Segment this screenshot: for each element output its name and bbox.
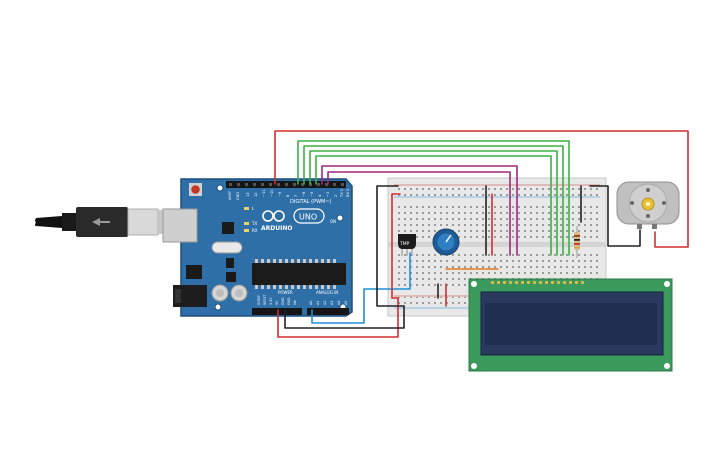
potentiometer-knob[interactable] bbox=[445, 234, 452, 243]
pin-label: A1 bbox=[316, 301, 320, 305]
wire-purple[interactable] bbox=[321, 165, 518, 256]
potentiometer[interactable] bbox=[432, 228, 460, 256]
wire-red-power[interactable] bbox=[277, 297, 399, 338]
dc-motor[interactable] bbox=[616, 181, 680, 229]
pin-label: ~11 bbox=[262, 189, 266, 197]
pin-label: 12 bbox=[254, 192, 258, 197]
wire-red-motor[interactable] bbox=[274, 130, 689, 248]
power-header bbox=[252, 308, 302, 315]
arduino-board[interactable]: DIGITAL (PWM~) ARDUINO UNO ON AREF GND L… bbox=[162, 178, 353, 317]
pin-label: RX 0 bbox=[346, 188, 350, 197]
capacitor bbox=[230, 284, 248, 302]
aref-label: AREF bbox=[228, 191, 232, 200]
digital-label: DIGITAL (PWM~) bbox=[290, 199, 332, 205]
pin-label: 8 bbox=[286, 194, 290, 197]
pin-label: 7 bbox=[294, 195, 298, 197]
pin-label: RESET bbox=[263, 293, 267, 305]
pin-label: ~9 bbox=[278, 191, 282, 197]
lcd-display[interactable] bbox=[468, 278, 673, 372]
on-label: ON bbox=[330, 219, 336, 224]
pin-label: GND bbox=[287, 297, 291, 305]
pin-label: TX 1 bbox=[340, 189, 344, 198]
atmega-chip bbox=[252, 263, 346, 285]
pin-label: A0 bbox=[309, 301, 313, 305]
pin-label: 13 bbox=[246, 192, 250, 197]
terminal-strip-top[interactable] bbox=[396, 203, 600, 239]
pin-label: 2 bbox=[334, 195, 338, 197]
analog-label: ANALOG IN bbox=[316, 290, 338, 295]
temperature-sensor[interactable]: TMP bbox=[398, 234, 416, 256]
pin-label: ~6 bbox=[302, 191, 306, 197]
svg-text:RX: RX bbox=[252, 228, 258, 233]
wire-black-gnd[interactable] bbox=[284, 305, 405, 329]
pin-label: 4 bbox=[318, 194, 322, 197]
pin-label: 3.3V bbox=[269, 297, 273, 305]
reset-button[interactable] bbox=[189, 183, 202, 196]
wire-black-motor[interactable] bbox=[589, 185, 641, 247]
gnd-label: GND bbox=[236, 192, 240, 200]
pin-label: A2 bbox=[323, 301, 327, 305]
svg-text:TX: TX bbox=[251, 221, 257, 226]
pin-label: A5 bbox=[344, 301, 348, 305]
pin-label: IOREF bbox=[257, 295, 261, 305]
power-label: POWER bbox=[278, 290, 293, 295]
pin-label: GND bbox=[281, 297, 285, 305]
pin-label: 5V bbox=[275, 300, 279, 305]
uno-badge: UNO bbox=[293, 208, 325, 224]
lcd-pins bbox=[491, 281, 584, 284]
brand-label: ARDUINO bbox=[261, 225, 292, 232]
usb-cable[interactable] bbox=[35, 207, 166, 237]
arduino-logo bbox=[262, 210, 285, 222]
analog-pin-labels: A0 A1 A2 A3 A4 A5 bbox=[309, 301, 348, 305]
pin-label: ~3 bbox=[326, 192, 330, 197]
pin-label: ~5 bbox=[310, 192, 314, 197]
pin-label: ~10 bbox=[270, 189, 274, 197]
pin-label: A4 bbox=[337, 301, 341, 305]
svg-text:L: L bbox=[252, 206, 255, 211]
wire-red-rail[interactable] bbox=[391, 193, 401, 299]
pin-label: Vin bbox=[293, 300, 297, 305]
wire-black-rail[interactable] bbox=[376, 185, 405, 307]
pin-label: A3 bbox=[330, 301, 334, 305]
crystal bbox=[211, 241, 243, 254]
digital-pin-labels: 13 12 ~11 ~10 ~9 8 7 ~6 ~5 4 ~3 2 TX 1 R… bbox=[246, 188, 350, 198]
analog-header bbox=[307, 308, 349, 315]
capacitor bbox=[211, 284, 229, 302]
lcd-screen bbox=[485, 303, 657, 345]
wire-green[interactable] bbox=[309, 150, 558, 256]
sensor-label: TMP bbox=[399, 241, 410, 247]
power-pin-labels: IOREF RESET 3.3V 5V GND GND Vin bbox=[257, 293, 297, 305]
resistor[interactable] bbox=[574, 226, 580, 258]
svg-text:UNO: UNO bbox=[299, 213, 317, 222]
power-jack bbox=[173, 285, 207, 307]
wire-green[interactable] bbox=[303, 145, 564, 256]
wire-green[interactable] bbox=[315, 155, 552, 256]
wire-purple[interactable] bbox=[327, 171, 511, 256]
power-rail-top[interactable] bbox=[396, 186, 600, 196]
usb-jack bbox=[162, 208, 198, 243]
wire-blue-a1[interactable] bbox=[311, 252, 411, 324]
wire-green[interactable] bbox=[297, 140, 570, 256]
status-leds: L TX RX bbox=[244, 206, 258, 233]
